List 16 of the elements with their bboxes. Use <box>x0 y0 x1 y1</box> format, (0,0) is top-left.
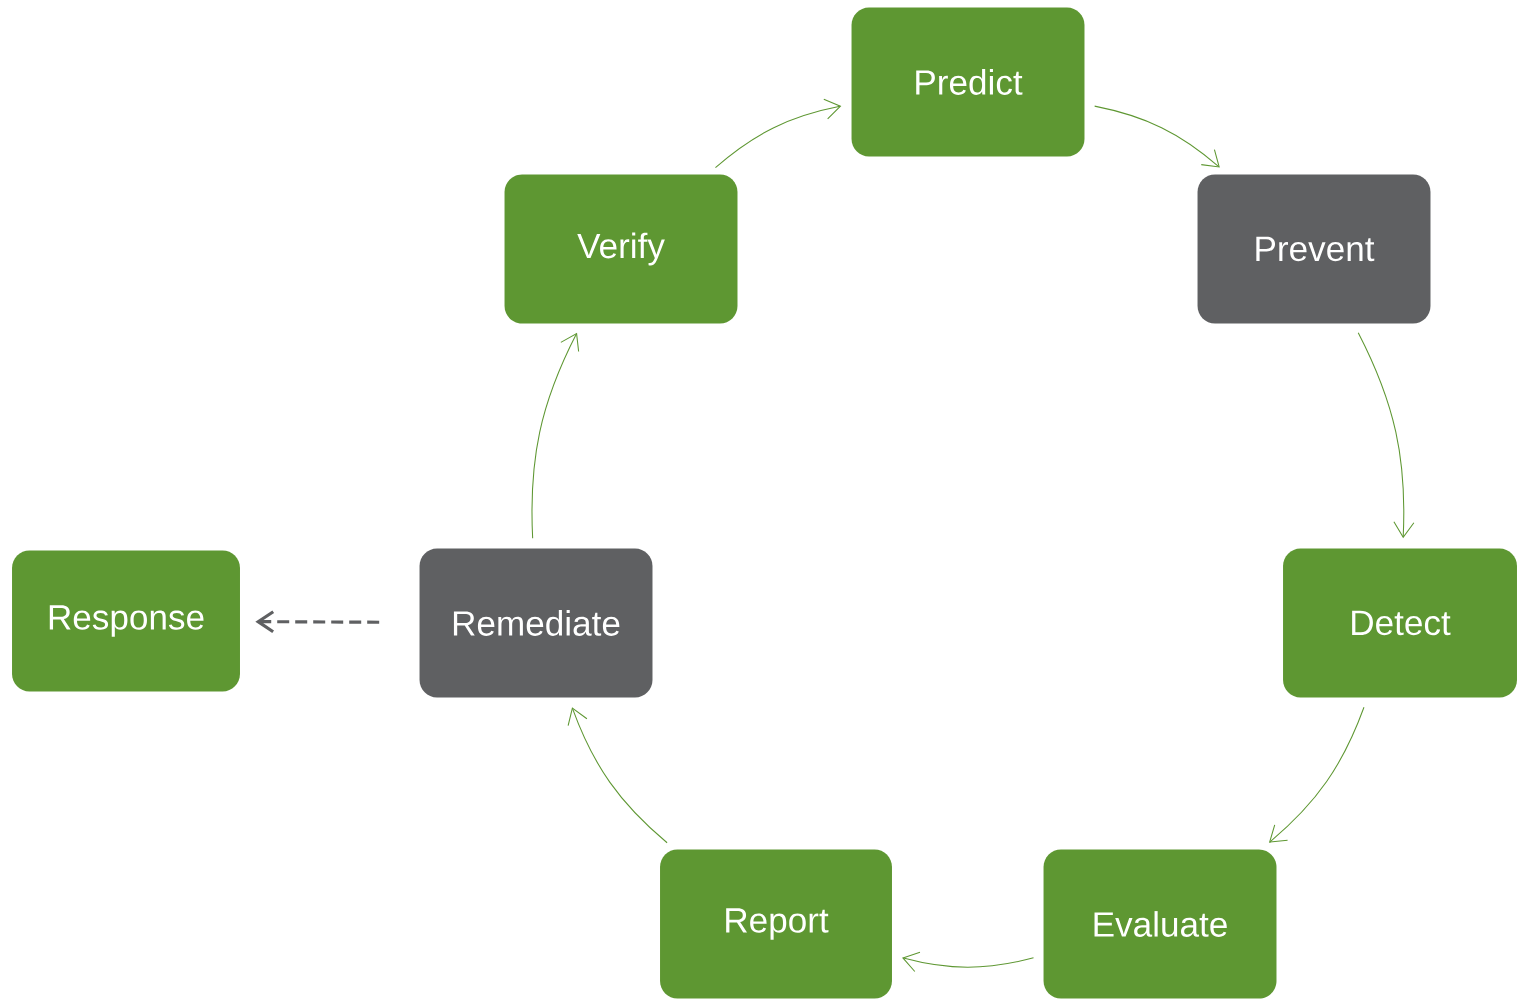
process-box: Evaluate <box>1043 849 1277 999</box>
process-box: Verify <box>504 174 738 324</box>
process-box: Response <box>12 550 240 692</box>
arrow <box>902 951 1035 973</box>
arrow <box>714 98 842 169</box>
process-box: Report <box>660 849 892 999</box>
arrow <box>567 707 668 844</box>
process-box: Predict <box>851 7 1085 157</box>
process-box: Detect <box>1283 548 1517 698</box>
process-box: Prevent <box>1197 174 1431 324</box>
process-box: Remediate <box>419 548 653 698</box>
arrow <box>1357 332 1415 539</box>
arrow <box>255 610 380 634</box>
arrow <box>531 332 580 539</box>
arrow <box>1094 105 1220 168</box>
arrow <box>1268 706 1365 843</box>
